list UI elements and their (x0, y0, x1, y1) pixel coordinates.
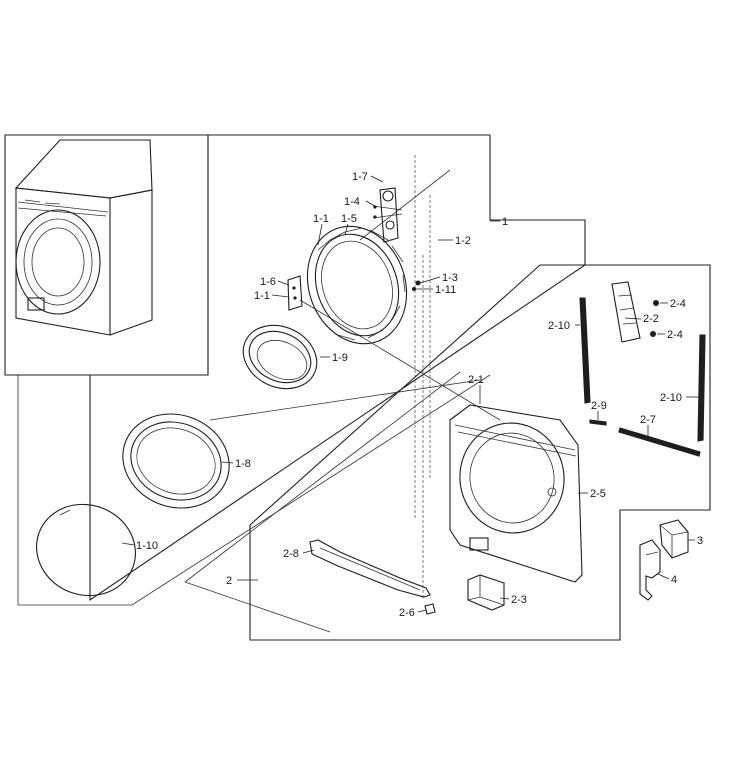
part-2-4-screw-upper (653, 300, 659, 306)
part-2-6-clip (424, 603, 436, 615)
label-4: 4 (671, 574, 677, 586)
label-1-8: 1-8 (235, 458, 251, 470)
label-1-6: 1-6 (260, 276, 276, 288)
part-1-3-screw (412, 280, 421, 291)
part-1-9-door-gasket (242, 324, 318, 390)
label-2-1: 2-1 (468, 374, 484, 386)
part-2-4-screw-lower (650, 331, 656, 337)
label-1-1-top: 1-1 (313, 213, 329, 225)
label-2-10-right: 2-10 (660, 392, 682, 404)
group-2-back-panel (184, 371, 461, 633)
group-1-frame (89, 134, 586, 602)
label-1-3: 1-3 (442, 272, 458, 284)
part-2-8-door-handle (309, 539, 431, 598)
label-1-10: 1-10 (136, 540, 158, 552)
part-2-2-bracket (611, 281, 641, 343)
group-1-guide-lines (209, 169, 501, 421)
label-2-10-left: 2-10 (548, 320, 570, 332)
part-2-10-strip-right (697, 334, 706, 442)
label-2-8: 2-8 (283, 548, 299, 560)
label-3: 3 (697, 535, 703, 547)
part-1-5-door-frame (306, 225, 408, 345)
group-2-frame (249, 264, 711, 641)
part-3-lock-assembly (659, 519, 689, 559)
label-2-2: 2-2 (643, 313, 659, 325)
label-1-4: 1-4 (344, 196, 360, 208)
label-2-3: 2-3 (511, 594, 527, 606)
label-1-11: 1-11 (435, 284, 456, 296)
part-4-switch (639, 539, 661, 601)
label-2-5: 2-5 (590, 488, 606, 500)
part-2-5-front-panel (449, 404, 583, 583)
label-2-6: 2-6 (399, 607, 415, 619)
group-1-inner-box (17, 374, 491, 606)
label-2: 2 (226, 575, 232, 587)
part-1-8-door-ring (122, 413, 230, 509)
part-1-10-door-glass (36, 503, 136, 597)
part-1-7-hinge (372, 187, 403, 243)
label-2-9: 2-9 (591, 400, 607, 412)
group-2-guide-lines (414, 155, 431, 600)
part-2-3-box (467, 574, 505, 611)
label-1-9: 1-9 (332, 352, 348, 364)
label-1-2: 1-2 (455, 235, 471, 247)
inset-frame (4, 134, 209, 376)
leader-lines (121, 175, 701, 613)
label-2-4-upper: 2-4 (670, 298, 686, 310)
washer-overview-illustration (14, 139, 153, 336)
label-2-4-lower: 2-4 (667, 329, 683, 341)
label-1-5: 1-5 (341, 213, 357, 225)
part-2-9-strip (589, 419, 607, 426)
label-1-7: 1-7 (352, 171, 368, 183)
part-2-7-strip (618, 427, 701, 457)
label-2-7: 2-7 (640, 414, 656, 426)
label-1: 1 (502, 216, 508, 228)
part-2-10-strip-left (579, 297, 591, 404)
part-1-6-latch-plate (287, 275, 303, 311)
label-1-1-left: 1-1 (254, 290, 270, 302)
